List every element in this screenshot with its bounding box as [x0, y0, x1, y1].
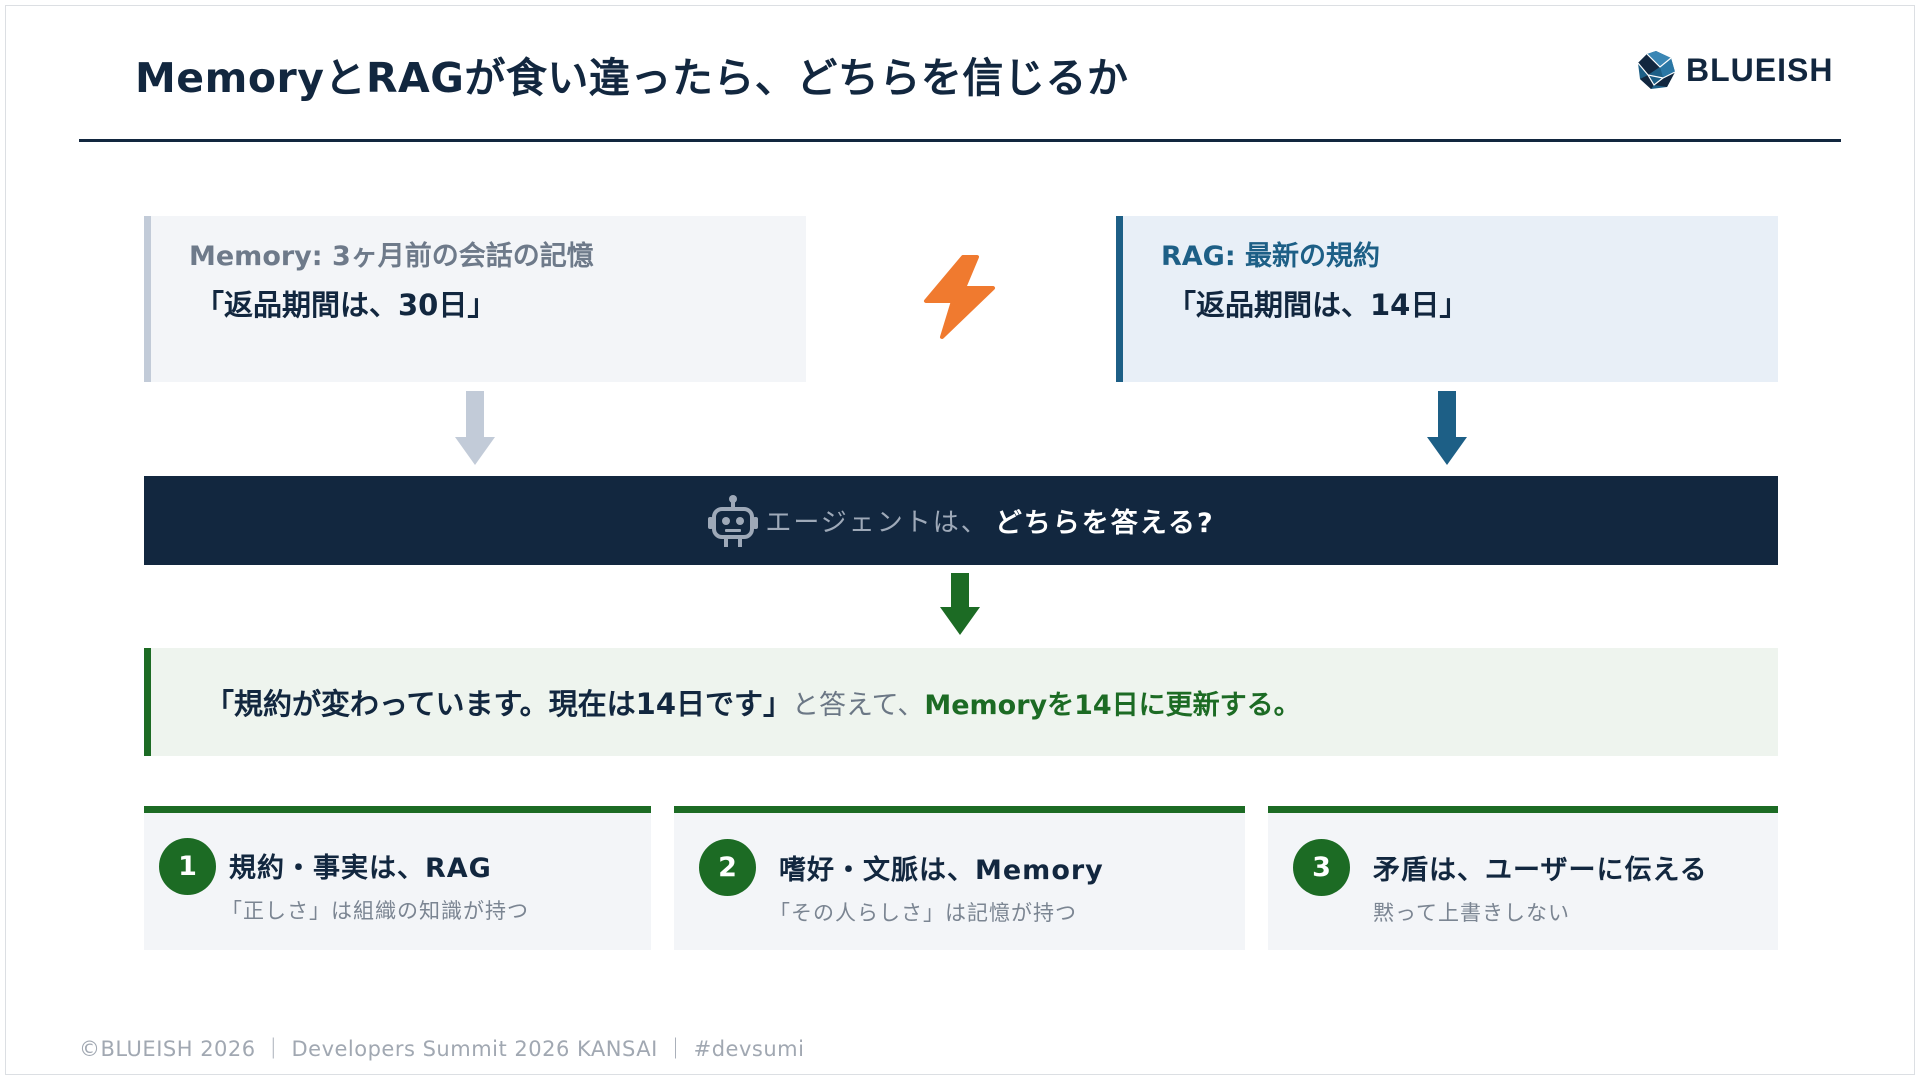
rag-source-label: RAG: 最新の規約	[1161, 241, 1381, 272]
principle-card-3: 3 矛盾は、ユーザーに伝える 黙って上書きしない	[1268, 806, 1778, 950]
answer-action: Memoryを14日に更新する。	[924, 689, 1301, 721]
principle-subtitle: 黙って上書きしない	[1373, 901, 1570, 925]
lightning-bolt-icon	[924, 255, 995, 339]
memory-source-label: Memory: 3ヶ月前の会話の記憶	[189, 241, 594, 272]
robot-icon	[708, 494, 759, 547]
principle-card-2: 2 嗜好・文脈は、Memory 「その人らしさ」は記憶が持つ	[674, 806, 1245, 950]
arrow-down-icon	[455, 391, 495, 465]
brand-name: BLUEISH	[1686, 51, 1834, 88]
slide-footer: ©BLUEISH 2026 ｜ Developers Summit 2026 K…	[79, 1037, 805, 1061]
slide-title: MemoryとRAGが食い違ったら、どちらを信じるか	[135, 54, 1129, 102]
slide-frame	[5, 5, 1915, 1075]
brand-logo-icon	[1637, 51, 1676, 89]
rag-source-quote: 「返品期間は、14日」	[1167, 288, 1469, 322]
memory-source-quote: 「返品期間は、30日」	[195, 288, 497, 322]
arrow-down-icon	[1427, 391, 1467, 465]
title-divider	[79, 139, 1841, 142]
principle-subtitle: 「正しさ」は組織の知識が持つ	[221, 899, 529, 923]
answer-box: 「規約が変わっています。現在は14日です」 と答えて、 Memoryを14日に更…	[144, 648, 1778, 756]
principle-number: 1	[159, 838, 216, 895]
principle-title: 嗜好・文脈は、Memory	[779, 855, 1104, 886]
memory-source-card: Memory: 3ヶ月前の会話の記憶 「返品期間は、30日」	[144, 216, 806, 382]
principle-number: 2	[699, 839, 756, 896]
answer-quote: 「規約が変わっています。現在は14日です」	[205, 687, 793, 721]
agent-question-band: エージェントは、 どちらを答える?	[144, 476, 1778, 565]
principle-title: 規約・事実は、RAG	[229, 853, 492, 884]
answer-connector: と答えて、	[792, 689, 925, 721]
principle-title: 矛盾は、ユーザーに伝える	[1373, 855, 1708, 886]
principle-card-1: 1 規約・事実は、RAG 「正しさ」は組織の知識が持つ	[144, 806, 651, 950]
principle-number: 3	[1293, 839, 1350, 896]
arrow-down-icon	[940, 573, 980, 635]
agent-question-text: どちらを答える?	[994, 508, 1215, 539]
principle-subtitle: 「その人らしさ」は記憶が持つ	[769, 901, 1077, 925]
rag-source-card: RAG: 最新の規約 「返品期間は、14日」	[1116, 216, 1778, 382]
agent-lead-text: エージェントは、	[765, 508, 989, 538]
brand: BLUEISH	[1634, 48, 1833, 92]
